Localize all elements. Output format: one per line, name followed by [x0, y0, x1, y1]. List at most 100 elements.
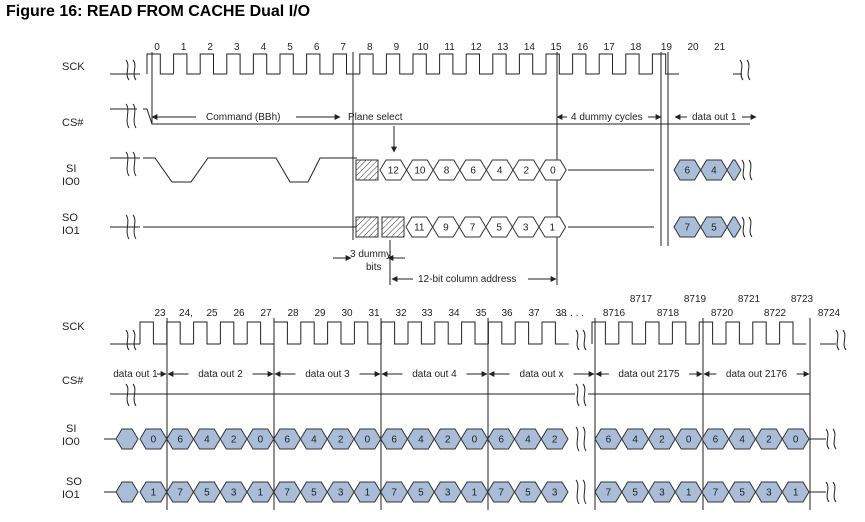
bottom-sck-tick-11: 34: [448, 308, 460, 319]
top-sck-tick-17: 17: [604, 42, 616, 53]
top-sck-tick-3: 3: [234, 42, 240, 53]
top-sck-pulses: [146, 53, 679, 75]
bottom-sck-tick-6: 29: [314, 308, 326, 319]
bottom-io0-bit-15: [540, 428, 569, 450]
bottom-data-out-2: data out 3: [305, 369, 350, 380]
top-sck-tick-11: 11: [444, 42, 455, 53]
bottom-sck-tick-8: 31: [368, 308, 380, 319]
gap-dots: . . . . .: [559, 308, 584, 319]
bottom-sck-upper-tick-1: 8719: [684, 294, 707, 305]
top-sck-tick-2: 2: [207, 42, 213, 53]
top-io1-data-1-label: 5: [711, 223, 717, 234]
bottom-io0-bit-10-label: 4: [418, 435, 424, 446]
bottom-io1-break: [575, 479, 587, 505]
bottom-io0-bit-14-label: 4: [525, 435, 531, 446]
top-sck-tick-16: 16: [577, 42, 589, 53]
top-sck-tick-8: 8: [367, 42, 373, 53]
top-io1-dummy-hatch-a: [355, 216, 379, 238]
top-sck-tick-18: 18: [630, 42, 642, 53]
top-io0-bit-6: [539, 159, 567, 181]
bottom-data-out-3: data out 4: [412, 369, 457, 380]
bottom-io1-bit-4-label: 1: [258, 488, 264, 499]
bottom-sck-tick-19: 8722: [764, 308, 787, 319]
top-io0-data-1-label: 4: [711, 166, 717, 177]
top-io0-dummy-hatch: [355, 159, 379, 181]
bottom-io0-lead-cell: [115, 428, 139, 450]
io1-label: IO1: [62, 225, 80, 237]
bottom-sck-tick-17: 8718: [657, 308, 680, 319]
bottom-io0-bit-1-label: 6: [177, 435, 183, 446]
bottom-sck-pulses-b: [591, 321, 807, 345]
sck-label-2: SCK: [62, 321, 85, 333]
bottom-io0-bit-19-label: 0: [686, 435, 692, 446]
top-io0-bit-3-label: 6: [470, 166, 476, 177]
bottom-sck-end-break: [835, 329, 847, 351]
top-io1-bit-2-label: 7: [470, 223, 476, 234]
top-sck-break: [125, 59, 137, 81]
io0-label-2: IO0: [62, 436, 80, 448]
bottom-io1-bit-19-label: 1: [686, 488, 692, 499]
top-io0-command: [110, 157, 357, 183]
bottom-io0-bit-11-label: 2: [445, 435, 451, 446]
bottom-io1-bit-5-label: 7: [284, 488, 290, 499]
top-io1-data-0-label: 7: [685, 223, 691, 234]
bottom-sck-tick-3: 26: [233, 308, 245, 319]
top-io0-break: [125, 151, 137, 177]
bottom-io0-bit-7-label: 2: [338, 435, 344, 446]
bottom-sck-upper-tick-0: 8717: [630, 294, 653, 305]
top-sck-tick-7: 7: [340, 42, 346, 53]
bottom-io0-bit-6-label: 4: [311, 435, 317, 446]
top-io1-end-break: [741, 216, 753, 238]
bottom-io0-bit-4-label: 0: [258, 435, 264, 446]
top-sck-tick-10: 10: [417, 42, 429, 53]
top-sck-tick-0: 0: [154, 42, 160, 53]
top-io1-dummy-hatch-b: [381, 216, 405, 238]
bottom-io0-bit-3-label: 2: [231, 435, 237, 446]
bottom-io1-bit-11-label: 3: [445, 488, 451, 499]
bottom-sck-tick-10: 33: [421, 308, 433, 319]
bottom-io1-bit-18-label: 3: [659, 488, 665, 499]
bottom-io0-bit-15-label: 2: [552, 435, 558, 446]
dummy-bits-label-1: 3 dummy: [350, 249, 391, 260]
top-io1-break: [125, 214, 137, 240]
figure-title: Figure 16: READ FROM CACHE Dual I/O: [6, 3, 311, 20]
top-sck-waveform: [110, 53, 751, 81]
bottom-io1-bit-23-label: 1: [793, 488, 799, 499]
bottom-io0-bit-9-label: 6: [391, 435, 397, 446]
bottom-io0-bit-12-label: 0: [472, 435, 478, 446]
bottom-guides: [166, 318, 811, 510]
bottom-data-out-4: data out x: [520, 369, 564, 380]
bottom-io0-bit-8-label: 0: [365, 435, 371, 446]
top-io0-bit-2-label: 8: [444, 166, 450, 177]
bottom-sck-tick-13: 36: [501, 308, 513, 319]
top-sck-tick-9: 9: [394, 42, 400, 53]
bottom-io1-bit-8-label: 1: [365, 488, 371, 499]
io0-label: IO0: [62, 176, 80, 188]
bottom-data-out-0: data out 1: [113, 369, 158, 380]
bottom-io0-end-break: [825, 428, 837, 450]
bottom-data-out-6: data out 2176: [726, 369, 788, 380]
bottom-io1-bit-13-label: 7: [498, 488, 504, 499]
bottom-sck-mid-break: [575, 329, 587, 351]
bottom-io1-bit-3-label: 3: [231, 488, 237, 499]
top-sck-tick-4: 4: [261, 42, 267, 53]
bottom-io0-bit-0-label: 0: [151, 435, 157, 446]
bottom-data-out-5: data out 2175: [618, 369, 680, 380]
bottom-sck-upper-tick-3: 8723: [791, 294, 814, 305]
so-label: SO: [62, 212, 78, 224]
top-io1-data-tail: [726, 216, 742, 238]
bottom-io1-bit-16-label: 7: [606, 488, 612, 499]
bottom-sck-tick-7: 30: [341, 308, 353, 319]
bottom-io0-bit-18-label: 2: [659, 435, 665, 446]
bottom-sck-tick-9: 32: [395, 308, 407, 319]
bottom-sck-tick-4: 27: [260, 308, 272, 319]
si-label: SI: [66, 163, 76, 175]
bottom-io0-bit-5-label: 6: [284, 435, 290, 446]
so-label-2: SO: [66, 476, 82, 488]
bottom-io1-bit-15-label: 3: [552, 488, 558, 499]
top-io0-bit-4-label: 4: [497, 166, 503, 177]
